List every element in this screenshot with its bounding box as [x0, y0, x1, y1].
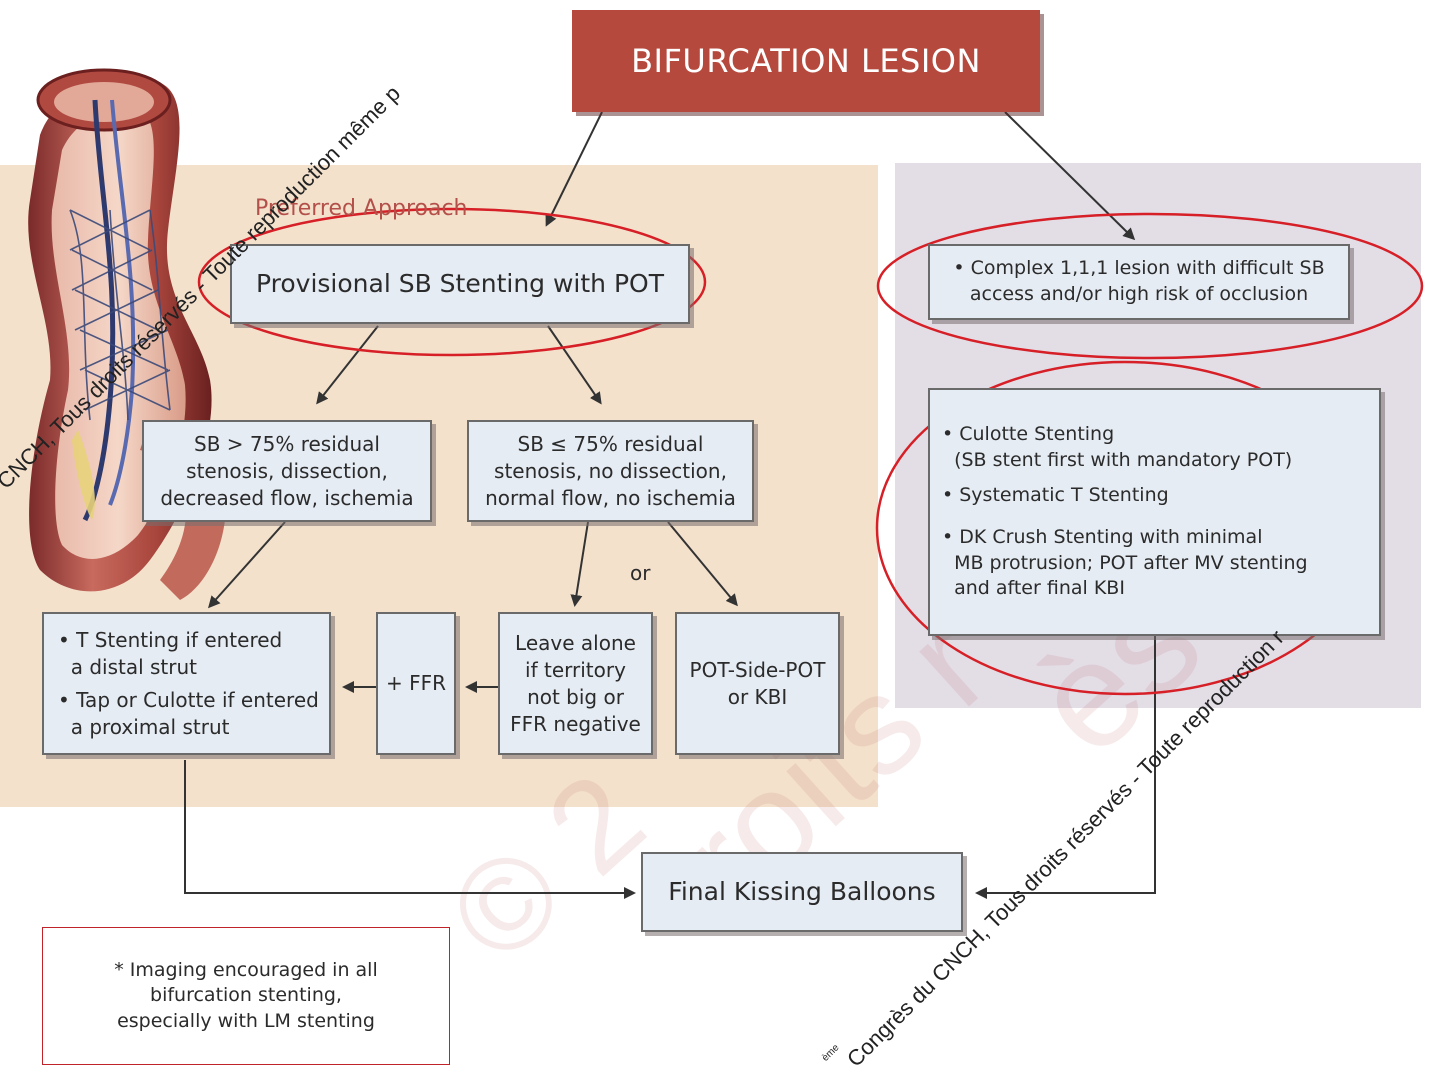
provisional-stenting-text: Provisional SB Stenting with POT [255, 269, 664, 299]
arrow-provisional-to-sb-low [547, 325, 602, 405]
arrow-sb-low-to-leave-alone [570, 521, 589, 607]
preferred-approach-label: Preferred Approach [255, 196, 468, 221]
note-line-2: bifurcation stenting, [150, 984, 342, 1007]
note-line-3: especially with LM stenting [117, 1009, 375, 1032]
highlight-ellipse-complex [876, 212, 1424, 360]
final-kissing-balloons-text: Final Kissing Balloons [668, 877, 936, 907]
stenting-strategies-box: • Culotte Stenting (SB stent first with … [928, 388, 1381, 636]
note-line-1: * Imaging encouraged in all [114, 958, 378, 981]
pot-side-line-1: POT-Side-POT [689, 657, 826, 682]
dk-crush-line-1: • DK Crush Stenting with minimal [942, 526, 1263, 548]
arrow-sb-high-to-t-stenting [208, 521, 286, 609]
t-stenting-line-1: • T Stenting if entered [58, 627, 283, 652]
t-stenting-box: • T Stenting if entered a distal strut •… [42, 612, 331, 755]
arrow-provisional-to-sb-high [316, 325, 379, 405]
highlight-ellipse-provisional [197, 207, 707, 357]
arrow-sb-low-to-pot-side [667, 521, 738, 607]
sb-low-line-2: stenosis, no dissection, [494, 458, 727, 483]
final-kissing-balloons-box: Final Kissing Balloons [641, 852, 963, 932]
culotte-line-2: (SB stent first with mandatory POT) [942, 448, 1293, 471]
dk-crush-line-2: MB protrusion; POT after MV stenting [942, 551, 1308, 574]
sb-low-line-3: normal flow, no ischemia [485, 485, 736, 510]
sb-low-residual-box: SB ≤ 75% residual stenosis, no dissectio… [467, 420, 754, 522]
t-stenting-line-2: a distal strut [58, 654, 198, 679]
culotte-line-1: • Culotte Stenting [942, 423, 1115, 446]
leave-alone-line-4: FFR negative [510, 711, 641, 736]
complex-line-1: • Complex 1,1,1 lesion with difficult SB [953, 257, 1325, 280]
t-stenting-line-3: • Tap or Culotte if entered [58, 687, 319, 712]
dk-crush-line-3: and after final KBI [942, 577, 1125, 600]
or-label: or [630, 561, 651, 585]
bifurcation-lesion-title: BIFURCATION LESION [572, 10, 1040, 112]
leave-alone-line-2: if territory [525, 657, 626, 682]
arrow-title-to-complex [1004, 111, 1136, 241]
leave-alone-line-1: Leave alone [515, 630, 636, 655]
sb-high-residual-box: SB > 75% residual stenosis, dissection, … [142, 420, 432, 522]
sb-high-line-3: decreased flow, ischemia [160, 485, 414, 510]
sb-low-line-1: SB ≤ 75% residual [517, 431, 704, 456]
ffr-box: + FFR [376, 612, 456, 755]
complex-line-2: access and/or high risk of occlusion [969, 283, 1309, 305]
sb-high-line-2: stenosis, dissection, [186, 458, 388, 483]
leave-alone-box: Leave alone if territory not big or FFR … [498, 612, 653, 755]
complex-lesion-box: • Complex 1,1,1 lesion with difficult SB… [928, 244, 1350, 320]
t-stenting-line-4: a proximal strut [58, 714, 230, 739]
arrow-t-stenting-to-final [184, 760, 636, 899]
imaging-note-box: * Imaging encouraged in all bifurcation … [42, 927, 450, 1065]
leave-alone-line-3: not big or [527, 684, 624, 709]
arrow-strategies-to-final [975, 636, 1156, 899]
provisional-stenting-box: Provisional SB Stenting with POT [230, 244, 690, 324]
ffr-text: + FFR [385, 671, 447, 695]
t-systematic-line: • Systematic T Stenting [942, 484, 1169, 507]
sb-high-line-1: SB > 75% residual [194, 431, 380, 456]
pot-side-line-2: or KBI [727, 684, 788, 709]
pot-side-pot-box: POT-Side-POT or KBI [675, 612, 840, 755]
arrow-title-to-provisional [545, 111, 603, 227]
